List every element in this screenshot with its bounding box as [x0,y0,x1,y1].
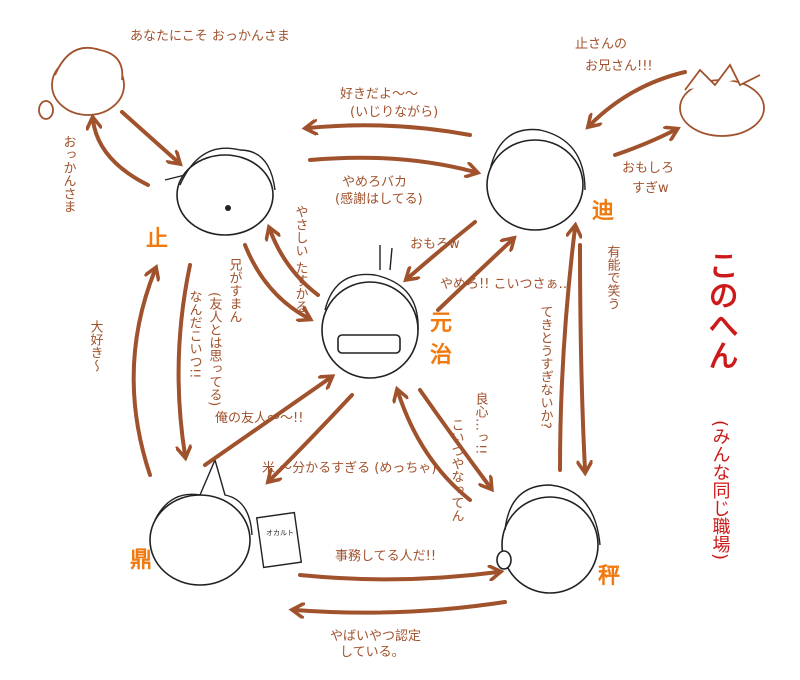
brother-face [38,46,125,120]
note-shi-to-tei: なんだこいつ!! [187,290,202,378]
name-hakari: 秤 [598,564,620,589]
arrow-hakari-to-tetsu [558,228,575,472]
name-tei: 鼎 [130,548,152,573]
note-tei-to-shi: 大好き〜 [88,320,104,372]
note-hakari-to-tei-1: やばいやつ認定 [330,628,421,644]
note-hakari-to-tei-2: している。 [340,645,405,660]
genji-face [321,245,419,379]
note-genji-to-tetsu: やめろ!! こいつさぁ… [440,277,572,292]
book-label: オカルト [266,529,294,537]
tetsu-face [486,128,586,231]
arrow-hakari-to-tei [295,600,507,613]
note-tetsu-to-hakari: 有能で笑う [605,245,621,310]
note-hakari-to-tetsu: てきとうすぎないか? [538,305,553,429]
arrow-shi-to-genji [243,243,308,318]
note-shi-to-tei-sub: (友人とは思ってる) [207,292,223,406]
note-tetsu-to-shi: 好きだよ〜〜 [340,87,418,102]
note-shi-to-brother: おっかんさま [61,135,76,213]
arrow-genji-to-shi [270,230,320,297]
name-tetsu: 迪 [592,199,614,224]
note-shi-to-tetsu: やめろバカ [342,175,407,190]
arrow-shi-to-brother [93,120,150,187]
arrow-tetsu-to-shi [308,125,472,137]
note-genji-to-shi: やさしい たすかる [293,205,309,313]
name-genji-1: 元 [430,311,452,336]
note-shi-to-genji: 兄がすまん [227,258,243,323]
arrow-genji-to-hakari [418,388,490,487]
note-hakari-to-genji: こいつやなってん [449,418,465,522]
arrow-tetsu-to-bro2 [613,130,675,157]
arrow-tetsu-to-hakari [580,243,585,470]
arrow-tei-to-hakari [298,572,498,582]
note-tetsu-to-genji: おもろw [410,237,460,252]
arrow-tetsu-to-genji [408,220,477,278]
note-tetsu-to-shi-sub: (いじりながら) [350,105,438,120]
arrow-bro2-to-tetsu [590,70,687,125]
note-genji-to-tei: 米 〜分かるすぎる (めっちゃ) [262,461,436,476]
name-genji-2: 治 [430,342,452,368]
arrow-tei-to-shi [131,270,155,477]
tei-face [149,457,303,586]
name-shi: 止 [146,227,168,252]
hakari-face [496,484,601,594]
note-genji-to-hakari: 良心…っ!! [473,391,489,454]
note-bro2-to-tetsu-2: お兄さん!!! [585,59,653,74]
note-tetsu-to-bro2-1: おもしろ [622,161,674,176]
arrow-brother-to-shi [120,110,178,162]
arrow-genji-to-tetsu [436,240,512,312]
note-tetsu-to-bro2-2: すぎw [632,181,669,196]
note-tei-to-hakari: 事務してる人だ!! [335,549,436,564]
bro2-face [679,63,765,137]
shi-face [164,147,276,236]
arrow-shi-to-tei [179,263,190,455]
note-bro2-to-tetsu-1: 止さんの [575,37,627,52]
arrow-genji-to-tei [270,393,354,480]
arrow-tei-to-genji [203,378,330,467]
arrow-shi-to-tetsu [308,155,475,172]
title-sub: (みんな同じ職場) [710,420,731,560]
title-main: このへん [703,250,738,370]
note-shi-to-tetsu-sub: (感謝はしてる) [335,191,423,207]
note-tei-to-genji: 俺の友人〜〜!! [215,410,303,426]
note-brother-to-shi: あなたにこそ おっかんさま [130,29,290,44]
arrow-hakari-to-genji [398,392,472,502]
